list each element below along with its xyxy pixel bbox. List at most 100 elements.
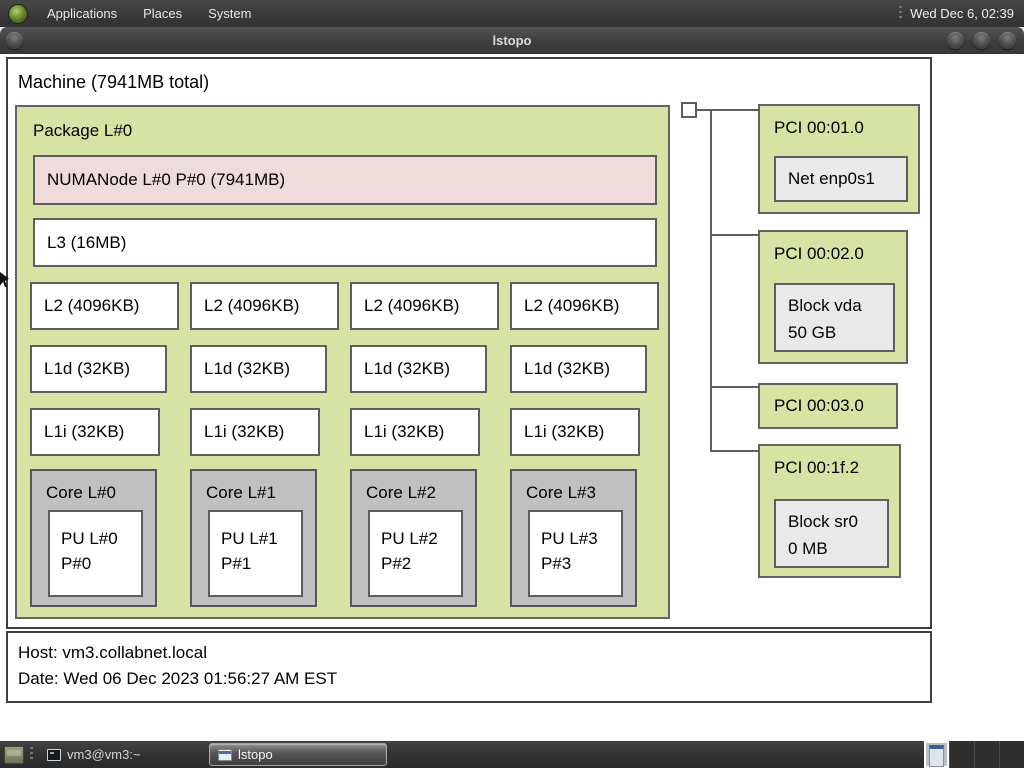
pu-box: PU L#1 P#1 — [208, 510, 303, 597]
pci-label: PCI 00:1f.2 — [774, 458, 860, 477]
l2-cache-box: L2 (4096KB) — [190, 282, 339, 330]
legend-host: Host: vm3.collabnet.local — [18, 643, 207, 662]
core-label: Core L#1 — [206, 483, 276, 502]
l1d-cache-box: L1d (32KB) — [30, 345, 167, 393]
close-icon[interactable] — [999, 32, 1016, 49]
workspace-mini-window — [929, 745, 944, 767]
l2-cache-box: L2 (4096KB) — [510, 282, 659, 330]
pci-connector-line — [710, 234, 758, 236]
pu-box: PU L#2 P#2 — [368, 510, 463, 597]
pci-box: PCI 00:1f.2 Block sr0 0 MB — [758, 444, 901, 578]
l2-cache-box: L2 (4096KB) — [30, 282, 179, 330]
l1d-label: L1d (32KB) — [364, 359, 450, 378]
block-device-box: Block sr0 0 MB — [774, 499, 889, 568]
pu-label: PU L#2 — [381, 529, 438, 548]
pci-connector-line — [710, 109, 712, 452]
l1d-cache-box: L1d (32KB) — [510, 345, 647, 393]
window-titlebar[interactable]: lstopo — [0, 27, 1024, 54]
l1i-cache-box: L1i (32KB) — [190, 408, 320, 456]
core-box: Core L#3 PU L#3 P#3 — [510, 469, 637, 607]
task-button-terminal[interactable]: vm3@vm3:~ — [39, 743, 201, 766]
window-title: lstopo — [492, 33, 532, 48]
net-device-box: Net enp0s1 — [774, 156, 908, 202]
core-label: Core L#3 — [526, 483, 596, 502]
pu-box: PU L#0 P#0 — [48, 510, 143, 597]
top-panel: Applications Places System Wed Dec 6, 02… — [0, 0, 1024, 27]
l3-label: L3 (16MB) — [47, 232, 127, 252]
taskbar: vm3@vm3:~ lstopo — [0, 741, 1024, 768]
l2-label: L2 (4096KB) — [364, 296, 460, 315]
workspace-cell-active[interactable] — [924, 741, 949, 768]
core-box: Core L#2 PU L#2 P#2 — [350, 469, 477, 607]
pu-box: PU L#3 P#3 — [528, 510, 623, 597]
distro-logo-icon[interactable] — [8, 3, 28, 24]
l1i-cache-box: L1i (32KB) — [510, 408, 640, 456]
l1i-label: L1i (32KB) — [204, 422, 285, 441]
pci-box: PCI 00:02.0 Block vda 50 GB — [758, 230, 908, 364]
l1i-cache-box: L1i (32KB) — [30, 408, 160, 456]
workspace-cell[interactable] — [949, 741, 974, 768]
pu-pnum: P#1 — [221, 554, 252, 573]
l2-cache-box: L2 (4096KB) — [350, 282, 499, 330]
task-label: lstopo — [238, 747, 273, 762]
pu-pnum: P#0 — [61, 554, 92, 573]
l1i-label: L1i (32KB) — [524, 422, 605, 441]
l1i-cache-box: L1i (32KB) — [350, 408, 480, 456]
machine-label: Machine (7941MB total) — [18, 72, 210, 92]
l2-label: L2 (4096KB) — [204, 296, 300, 315]
net-device-label: Net enp0s1 — [788, 169, 875, 188]
pci-label: PCI 00:02.0 — [774, 244, 864, 263]
menu-places[interactable]: Places — [143, 6, 183, 21]
pu-label: PU L#3 — [541, 529, 598, 548]
window-menu-icon[interactable] — [6, 32, 23, 49]
maximize-icon[interactable] — [973, 32, 990, 49]
numanode-box: NUMANode L#0 P#0 (7941MB) — [33, 155, 657, 205]
numanode-label: NUMANode L#0 P#0 (7941MB) — [47, 170, 286, 189]
tasklist-drag-handle[interactable] — [30, 747, 33, 762]
package-label: Package L#0 — [33, 121, 133, 140]
pu-label: PU L#1 — [221, 529, 278, 548]
pu-pnum: P#2 — [381, 554, 412, 573]
clock-applet[interactable]: Wed Dec 6, 02:39 — [910, 6, 1014, 21]
terminal-icon — [47, 748, 61, 761]
l1d-label: L1d (32KB) — [204, 359, 290, 378]
l3-cache-box: L3 (16MB) — [33, 218, 657, 267]
l1d-cache-box: L1d (32KB) — [190, 345, 327, 393]
applet-drag-handle[interactable] — [899, 6, 903, 21]
pci-connector-line — [697, 109, 758, 111]
menu-applications[interactable]: Applications — [47, 6, 118, 21]
pci-box: PCI 00:03.0 — [758, 383, 898, 429]
hostbridge-box — [681, 102, 697, 118]
block-device-size: 0 MB — [788, 539, 828, 558]
pci-connector-line — [710, 386, 758, 388]
core-label: Core L#2 — [366, 483, 436, 502]
task-label: vm3@vm3:~ — [67, 747, 141, 762]
l1d-label: L1d (32KB) — [524, 359, 610, 378]
lstopo-window-icon — [218, 748, 232, 761]
block-device-box: Block vda 50 GB — [774, 283, 895, 352]
legend-date: Date: Wed 06 Dec 2023 01:56:27 AM EST — [18, 669, 338, 688]
core-box: Core L#1 PU L#1 P#1 — [190, 469, 317, 607]
pci-label: PCI 00:03.0 — [774, 396, 864, 415]
l2-label: L2 (4096KB) — [44, 296, 140, 315]
legend-box: Host: vm3.collabnet.local Date: Wed 06 D… — [6, 631, 932, 703]
pci-connector-line — [710, 450, 758, 452]
file-manager-icon[interactable] — [4, 745, 24, 764]
window-controls — [947, 32, 1016, 49]
block-device-name: Block sr0 — [788, 512, 858, 531]
l1i-label: L1i (32KB) — [364, 422, 445, 441]
l1i-label: L1i (32KB) — [44, 422, 125, 441]
workspace-cell[interactable] — [999, 741, 1024, 768]
pci-box: PCI 00:01.0 Net enp0s1 — [758, 104, 920, 214]
l1d-cache-box: L1d (32KB) — [350, 345, 487, 393]
minimize-icon[interactable] — [947, 32, 964, 49]
task-button-lstopo[interactable]: lstopo — [209, 743, 387, 766]
core-box: Core L#0 PU L#0 P#0 — [30, 469, 157, 607]
package-box: Package L#0 NUMANode L#0 P#0 (7941MB) L3… — [15, 105, 670, 619]
menu-system[interactable]: System — [208, 6, 252, 21]
block-device-size: 50 GB — [788, 323, 837, 342]
workspace-switcher — [924, 741, 1024, 768]
block-device-name: Block vda — [788, 296, 862, 315]
core-label: Core L#0 — [46, 483, 116, 502]
workspace-cell[interactable] — [974, 741, 999, 768]
